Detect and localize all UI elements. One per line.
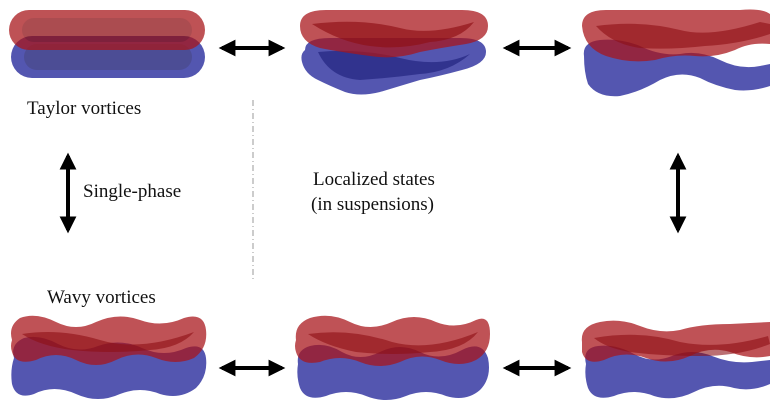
wavy-vortex-shape-bottom-left [11,315,207,399]
taylor-vortices-label: Taylor vortices [27,98,142,119]
taylor-vortex-shape [9,10,205,78]
localized-state-shape-bottom-center [295,315,490,400]
localized-states-sublabel: (in suspensions) [311,194,434,215]
localized-state-shape-top-center [300,10,488,95]
wavy-vortices-label: Wavy vortices [47,287,156,308]
localized-state-shape-top-right [582,9,770,97]
localized-states-label: Localized states [313,169,435,190]
single-phase-label: Single-phase [83,181,182,202]
localized-state-shape-bottom-right [581,320,770,399]
